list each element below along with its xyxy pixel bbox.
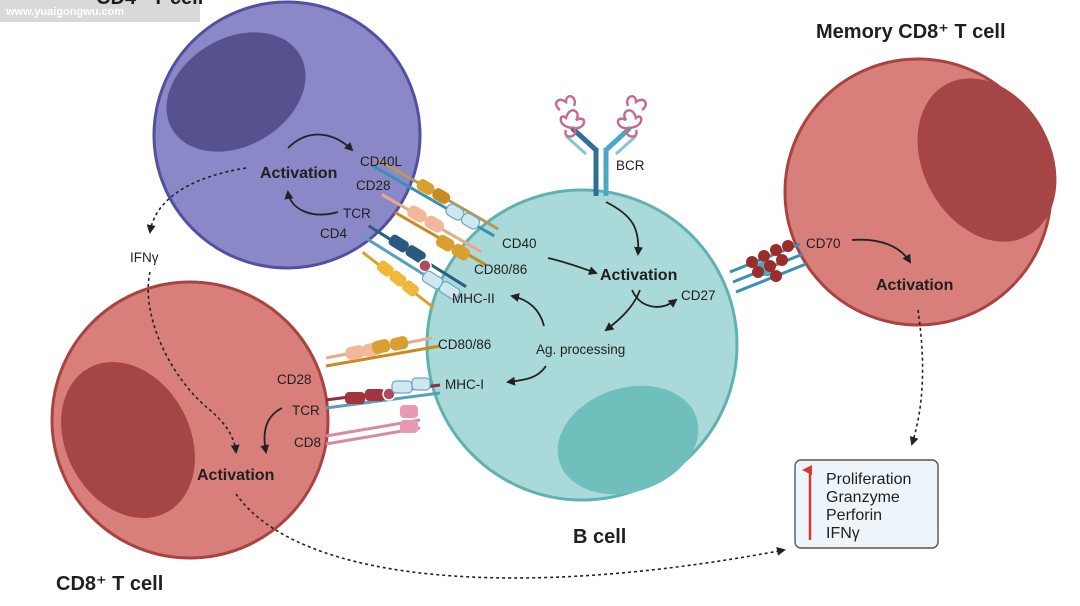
cd70-to-activation-arrow xyxy=(851,238,912,264)
processing-to-mhcii-arrow xyxy=(510,293,545,327)
dashed-arrows xyxy=(146,167,924,579)
cd40l-cd40-pair xyxy=(372,157,500,238)
cd4-b-synapse xyxy=(361,157,500,309)
tcr-mhcii-pair xyxy=(361,224,467,301)
memory-nucleus xyxy=(917,78,1057,242)
b-cell xyxy=(425,188,739,502)
watermark-bar xyxy=(0,0,200,22)
bcr-antibody-icon xyxy=(555,95,647,196)
bcell-receptor-label: MHC-II xyxy=(452,291,495,306)
outcome-item: IFNγ xyxy=(826,525,860,542)
ifng-to-cd8-dashed-arrow xyxy=(147,271,240,454)
memory-cd8-t-cell xyxy=(783,57,1057,327)
cd8-activation-label: Activation xyxy=(197,467,274,484)
cd4-t-cell xyxy=(152,0,422,270)
memory-activation-label: Activation xyxy=(876,277,953,294)
cd8-coreceptor xyxy=(325,405,421,446)
cd4-activation-label: Activation xyxy=(260,165,337,182)
outcome-item: Proliferation xyxy=(826,471,911,488)
cd70-label: CD70 xyxy=(806,236,841,251)
cd8-b-synapse xyxy=(325,336,441,446)
cd4-to-ifng-dashed-arrow xyxy=(146,167,247,234)
processing-to-mhci-arrow xyxy=(506,365,547,386)
cd8-receptor-label: CD28 xyxy=(277,372,312,387)
activation-to-processing-arrow xyxy=(604,289,641,332)
cd27-label: CD27 xyxy=(681,288,716,303)
cd8-nucleus xyxy=(61,361,195,519)
cd4-receptor-label: CD28 xyxy=(356,178,391,193)
bcr-label: BCR xyxy=(616,158,645,173)
cd8-receptor-label: TCR xyxy=(292,403,320,418)
cd4-receptor-label: CD4 xyxy=(320,226,347,241)
watermark-text: www.yuaigongwu.com xyxy=(5,6,124,18)
cd8-title: CD8⁺ T cell xyxy=(56,573,163,595)
b-cell-nucleus xyxy=(557,385,699,495)
bcell-receptor-label: CD40 xyxy=(502,236,537,251)
cd8-receptor-label: CD8 xyxy=(294,435,321,450)
bcell-receptor-label: MHC-I xyxy=(445,377,484,392)
cd4-nucleus xyxy=(166,32,306,152)
bcell-activation-label: Activation xyxy=(600,267,677,284)
cd4-title: CD4⁺ T cell xyxy=(96,0,203,9)
outcome-box: Proliferation Granzyme Perforin IFNγ xyxy=(794,459,939,549)
cd4-activation-arrow-bottom xyxy=(284,190,339,216)
cd4-activation-arrow-top xyxy=(287,133,354,152)
bcr-to-activation-arrow xyxy=(605,201,644,256)
bcell-receptor-label: CD80/86 xyxy=(438,337,491,352)
ag-processing-label: Ag. processing xyxy=(536,342,625,357)
outcome-item: Granzyme xyxy=(826,489,900,506)
tcr-to-activation-arrow xyxy=(260,407,283,454)
cd4-receptor-label: TCR xyxy=(343,206,371,221)
memory-title: Memory CD8⁺ T cell xyxy=(816,21,1006,43)
cd8-t-cell xyxy=(50,280,330,560)
cd28-cd80-pair-top xyxy=(381,193,487,267)
cd70-cd27-synapse xyxy=(729,240,807,294)
cd4-coreceptor xyxy=(361,251,435,309)
ifng-label: IFNγ xyxy=(130,250,159,265)
outcome-item: Perforin xyxy=(826,507,882,524)
arrows xyxy=(260,133,912,454)
memory-to-outcome-dashed-arrow xyxy=(909,309,924,446)
bcell-receptor-label: CD80/86 xyxy=(474,262,527,277)
activation-to-cd27-arrow xyxy=(631,289,678,308)
tcr-mhci-pair xyxy=(325,377,441,410)
cd28-cd80-pair-bottom xyxy=(325,336,441,368)
bcell-title: B cell xyxy=(573,526,626,548)
cd4-receptor-label: CD40L xyxy=(360,154,403,169)
cd40-to-activation-arrow xyxy=(547,257,598,275)
cd8-to-outcome-dashed-arrow xyxy=(235,493,786,579)
